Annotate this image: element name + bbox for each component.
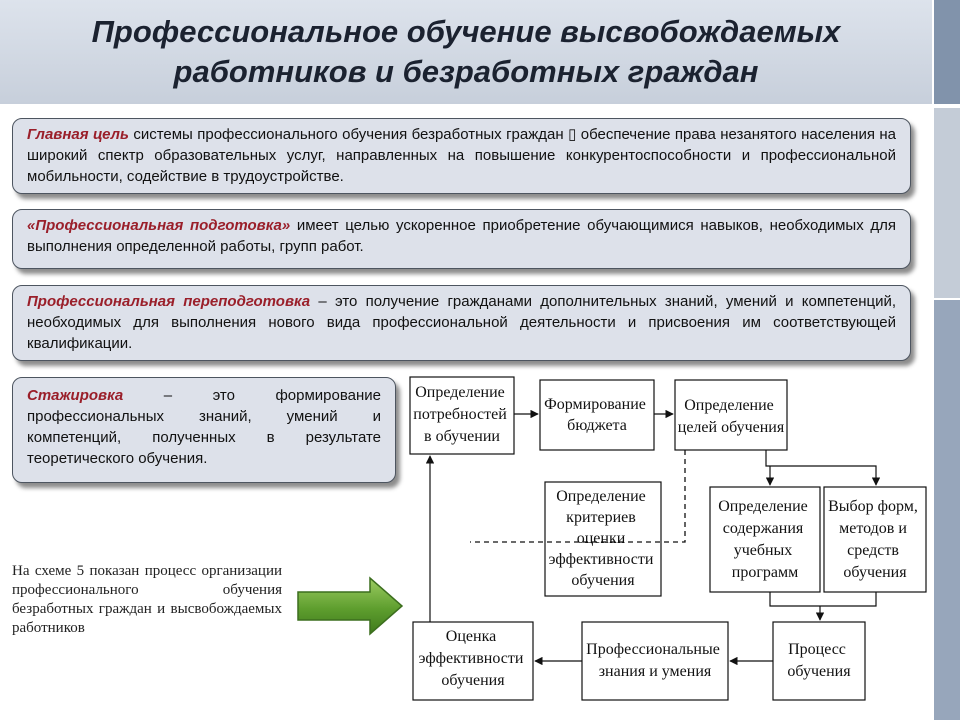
label-needs: Определение потребностей в обучении — [413, 384, 511, 445]
goal-text: системы профессионального обучения безра… — [27, 126, 896, 185]
dashed-goals-criteria — [470, 450, 686, 543]
training-text: имеет целью ускоренное приобретение обуч… — [27, 217, 896, 255]
box-needs — [409, 376, 515, 455]
decor-strip-top — [934, 0, 960, 104]
box-evaluation — [412, 621, 534, 701]
box-goals — [674, 379, 788, 451]
box-skills — [581, 621, 729, 701]
internship-card: Стажировка – это формирование профессион… — [12, 377, 396, 483]
arrow-merge-process — [769, 592, 877, 620]
box-content — [709, 486, 821, 593]
training-lead: «Профессиональная подготовка» — [27, 217, 291, 234]
training-card: «Профессиональная подготовка» имеет цель… — [12, 209, 911, 269]
title-band — [0, 0, 932, 104]
label-budget: Формирование бюджета — [544, 396, 650, 434]
internship-text: – это формирование профессиональных знан… — [27, 387, 381, 467]
box-process — [772, 621, 866, 701]
retraining-text: – это получение гражданами дополнительны… — [27, 293, 896, 352]
decor-strip-middle — [934, 108, 960, 298]
label-skills: Профессиональные знания и умения — [586, 641, 724, 680]
arrow-branch-methods — [770, 465, 881, 486]
process-flow-diagram: Определение потребностей в обучении Форм… — [409, 376, 927, 701]
green-arrow-icon — [297, 576, 404, 636]
internship-lead: Стажировка — [27, 387, 124, 404]
label-methods: Выбор форм, методов и средств обучения — [828, 498, 922, 581]
label-evaluation: Оценка эффективности обучения — [419, 628, 528, 689]
slide-title-line-1: Профессиональное обучение высвобождаемых — [91, 14, 841, 49]
scheme-note: На схеме 5 показан процесс организации п… — [12, 563, 282, 636]
goal-lead: Главная цель — [27, 126, 129, 143]
label-goals: Определение целей обучения — [678, 397, 785, 436]
decor-strip-bottom — [934, 300, 960, 720]
arrow-goals-branch — [765, 450, 770, 467]
label-content: Определение содержания учебных программ — [718, 498, 812, 581]
label-process: Процесс обучения — [787, 641, 851, 680]
slide-title-line-2: работников и безработных граждан — [173, 54, 759, 89]
retraining-lead: Профессиональная переподготовка — [27, 293, 311, 310]
retraining-card: Профессиональная переподготовка – это по… — [12, 285, 911, 361]
label-criteria: Определение критериев оценки эффективнос… — [549, 488, 658, 589]
box-criteria — [544, 481, 662, 597]
slide-title: Профессиональное обучение высвобождаемых… — [0, 12, 932, 92]
goal-card: Главная цель системы профессионального о… — [12, 118, 911, 194]
box-methods — [823, 486, 927, 593]
box-budget — [539, 379, 655, 451]
